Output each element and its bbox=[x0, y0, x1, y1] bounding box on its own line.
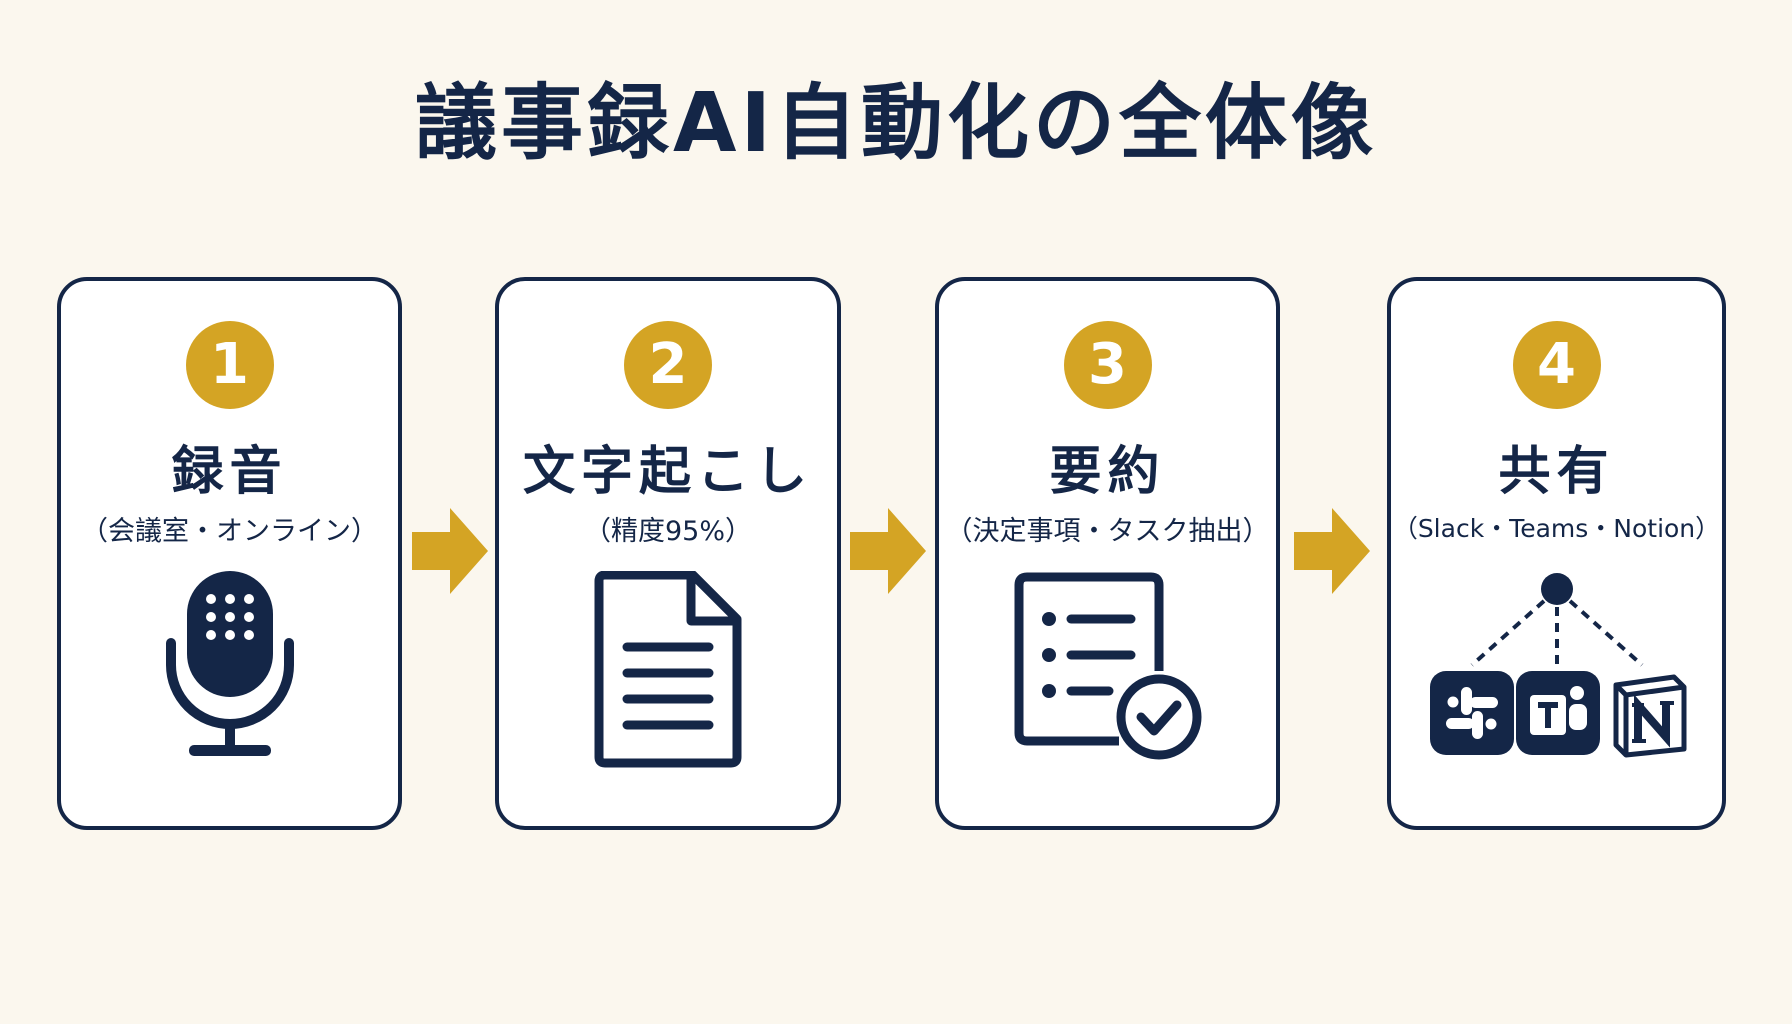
step-number-badge: 2 bbox=[624, 321, 712, 409]
step-detail: （Slack・Teams・Notion） bbox=[1392, 514, 1721, 543]
document-icon bbox=[594, 571, 742, 768]
step-detail: （決定事項・タスク抽出） bbox=[945, 516, 1270, 547]
step-number-badge: 3 bbox=[1063, 321, 1152, 409]
arrow-icon bbox=[1294, 508, 1370, 594]
step-number-badge: 4 bbox=[1512, 321, 1601, 409]
slack-icon bbox=[1429, 671, 1514, 755]
share-network-icon bbox=[1429, 573, 1686, 758]
step-detail: （会議室・オンライン） bbox=[81, 516, 378, 547]
notion-icon bbox=[1613, 674, 1686, 758]
step-title: 共有 bbox=[1498, 442, 1615, 502]
step-card-recording: 1 録音 （会議室・オンライン） bbox=[57, 277, 402, 830]
step-number-badge: 1 bbox=[185, 321, 274, 409]
teams-icon bbox=[1515, 671, 1600, 755]
step-card-transcription: 2 文字起こし （精度95%） bbox=[495, 277, 841, 830]
microphone-icon bbox=[165, 571, 294, 756]
checklist-icon bbox=[1014, 572, 1201, 760]
step-title: 文字起こし bbox=[522, 442, 813, 502]
step-title: 録音 bbox=[171, 442, 288, 502]
arrow-icon bbox=[412, 508, 488, 594]
step-detail: （精度95%） bbox=[583, 516, 752, 547]
step-card-sharing: 4 共有 （Slack・Teams・Notion） bbox=[1387, 277, 1726, 830]
page-title: 議事録AI自動化の全体像 bbox=[415, 76, 1377, 171]
step-card-summary: 3 要約 （決定事項・タスク抽出） bbox=[935, 277, 1280, 830]
step-title: 要約 bbox=[1049, 442, 1166, 502]
arrow-icon bbox=[850, 508, 926, 594]
